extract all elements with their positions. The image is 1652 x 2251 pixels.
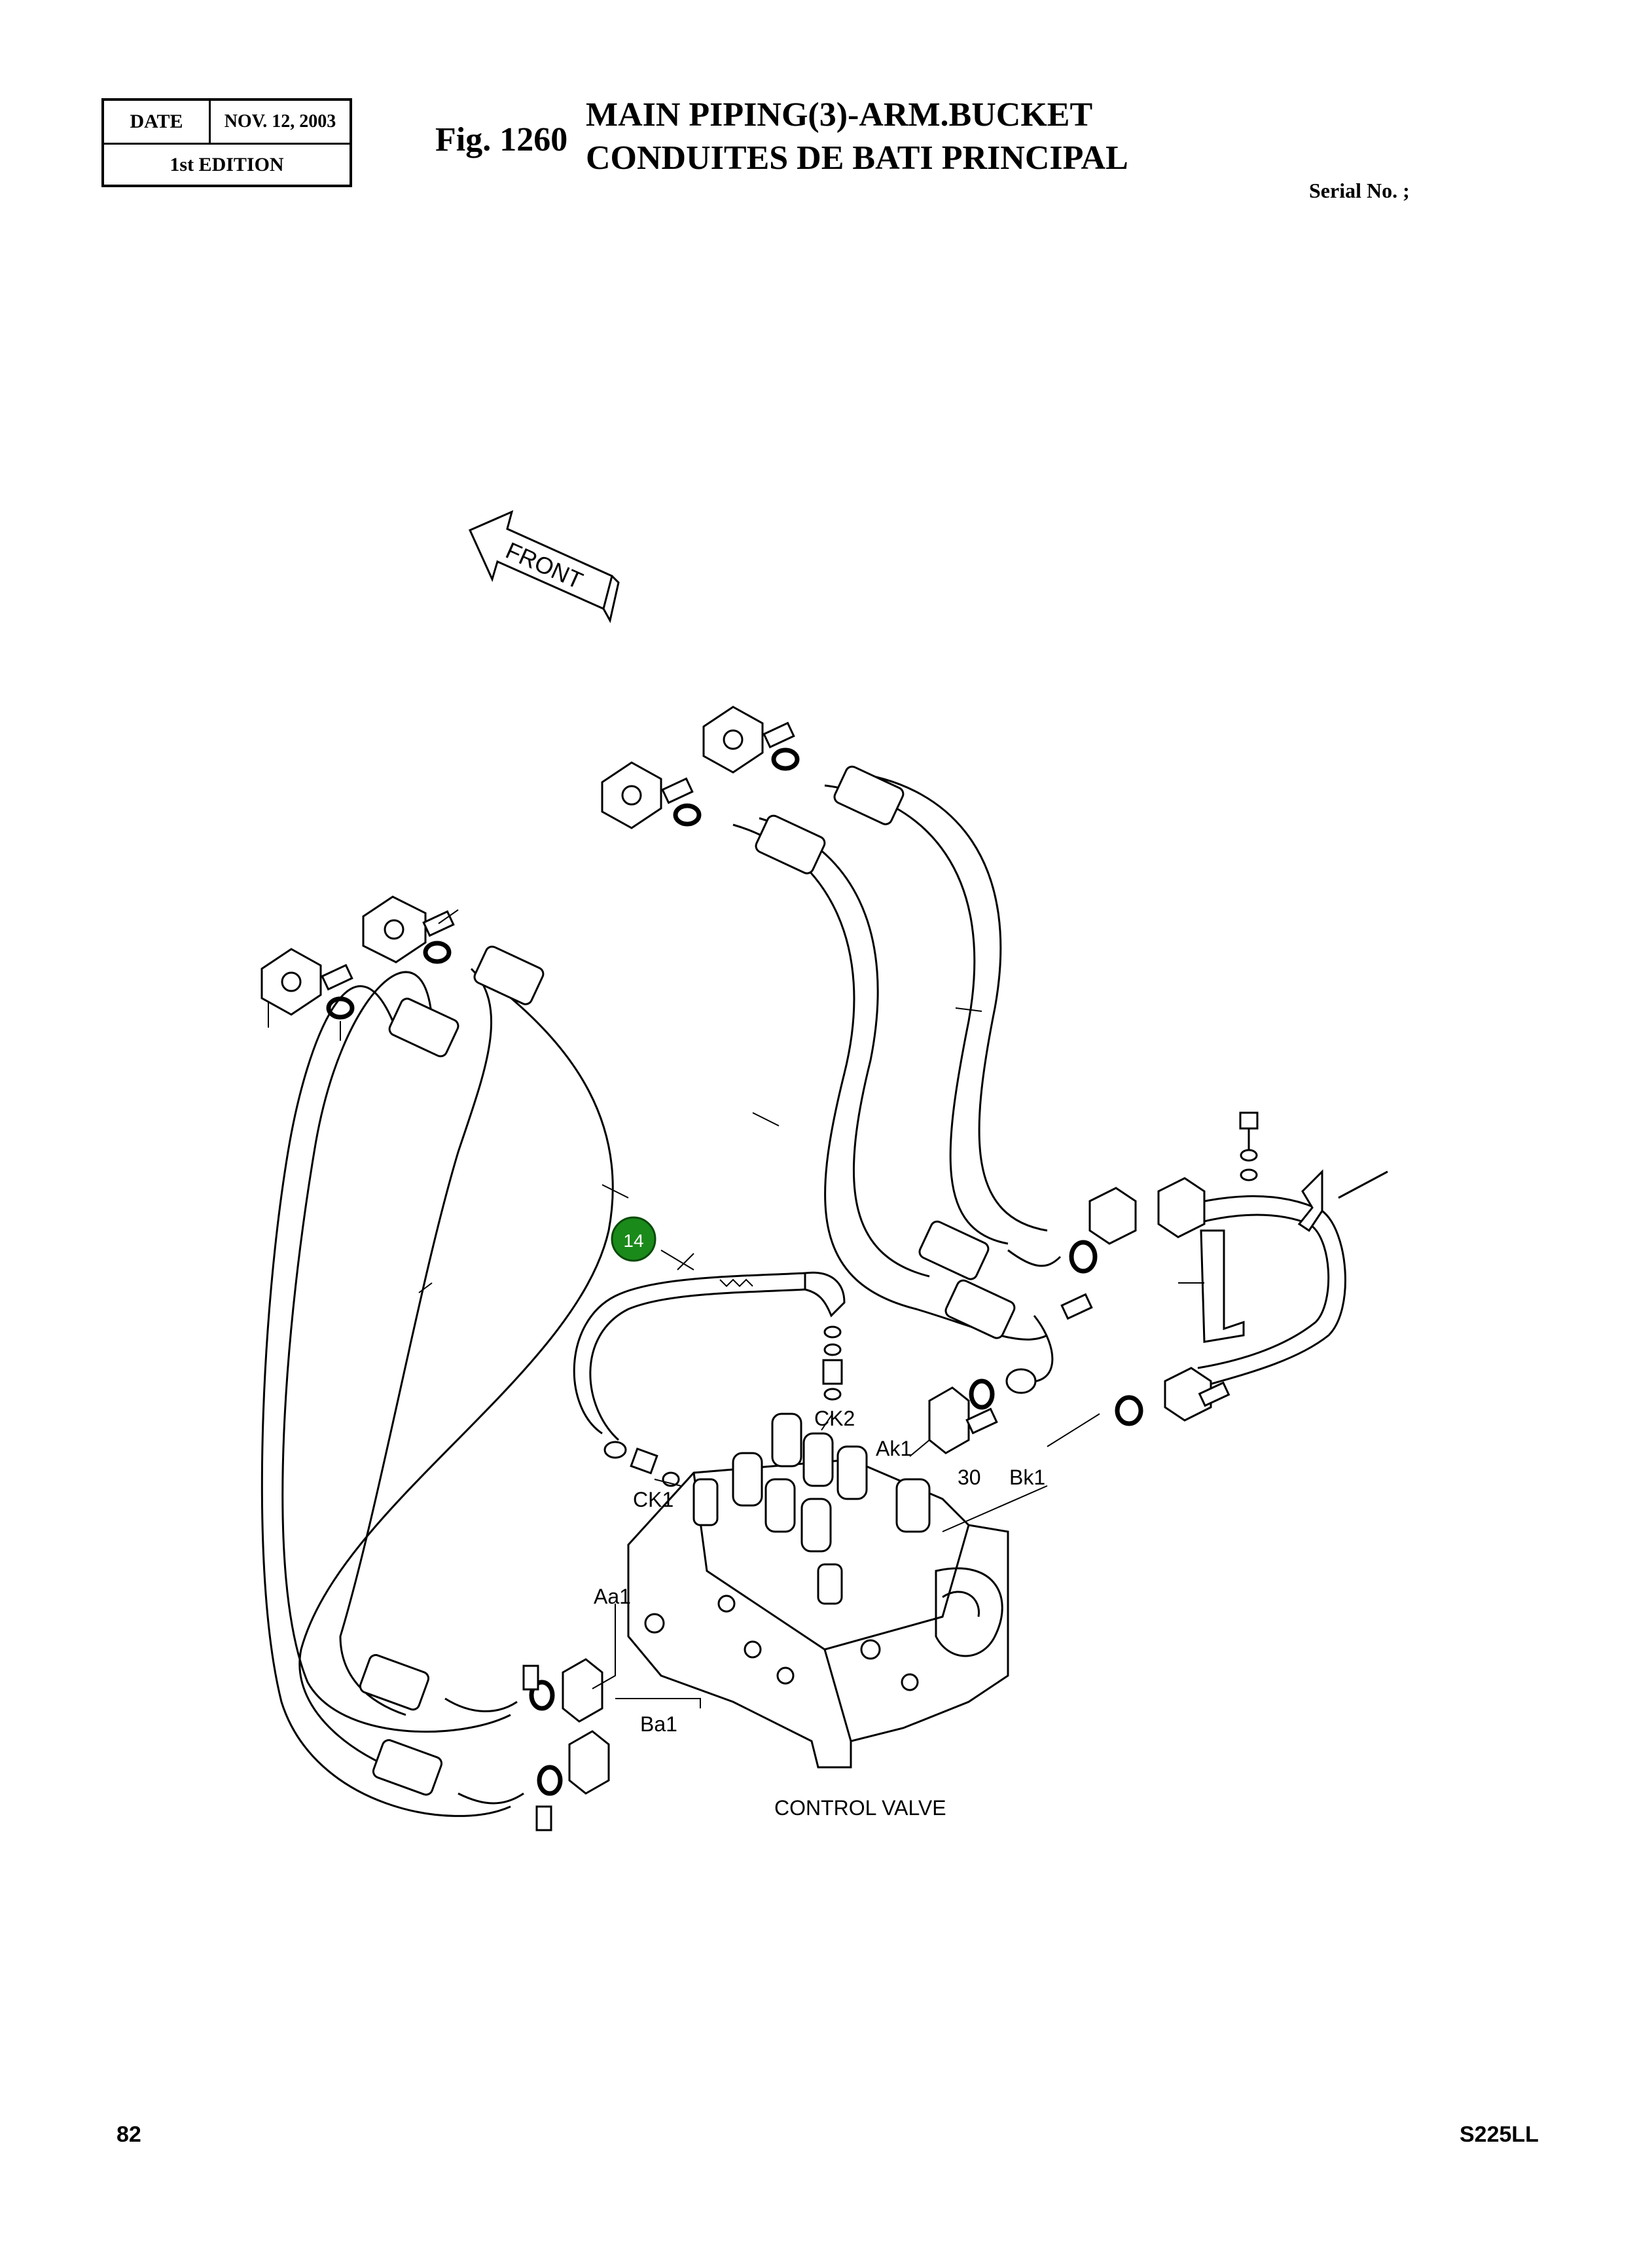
callout-14-label: 14 — [623, 1231, 643, 1251]
front-direction-arrow: FRONT — [469, 510, 620, 624]
leader-lines — [418, 1007, 1100, 1708]
control-valve — [627, 1413, 1009, 1769]
page-title-english: MAIN PIPING(3)-ARM.BUCKET — [586, 96, 1093, 134]
right-flange-set-top — [601, 706, 800, 829]
port-label-bk1: Bk1 — [1009, 1466, 1045, 1489]
check-fittings — [603, 1325, 843, 1487]
date-label: DATE — [104, 101, 211, 143]
valve-flanges — [522, 1187, 1137, 1831]
callout-30: 30 — [958, 1466, 981, 1489]
date-value: NOV. 12, 2003 — [224, 111, 336, 132]
control-valve-label: CONTROL VALVE — [774, 1796, 946, 1820]
page-number: 82 — [117, 2122, 141, 2147]
edition-label: 1st EDITION — [170, 154, 284, 175]
port-label-aa1: Aa1 — [594, 1585, 631, 1608]
port-label-ba1: Ba1 — [640, 1712, 677, 1736]
hose-14 — [573, 1253, 846, 1441]
right-hose-pair — [732, 765, 1062, 1394]
model-number: S225LL — [1460, 2122, 1539, 2147]
serial-number: Serial No. ; — [1309, 179, 1410, 202]
figure-number: Fig. 1260 — [435, 121, 568, 158]
edition-box-row: DATE NOV. 12, 2003 — [104, 101, 350, 145]
page-title-french: CONDUITES DE BATI PRINCIPAL — [586, 139, 1128, 177]
left-flange-set-top — [260, 895, 459, 1041]
left-hose-pair — [260, 945, 614, 1817]
edition-box: DATE NOV. 12, 2003 1st EDITION — [101, 98, 352, 187]
port-label-ak1: Ak1 — [876, 1437, 912, 1460]
port-label-ck1: CK1 — [633, 1488, 673, 1511]
steel-pipe-bracket — [1115, 1111, 1388, 1426]
callout-14: 14 — [611, 1216, 656, 1262]
port-label-ck2: CK2 — [814, 1407, 855, 1430]
